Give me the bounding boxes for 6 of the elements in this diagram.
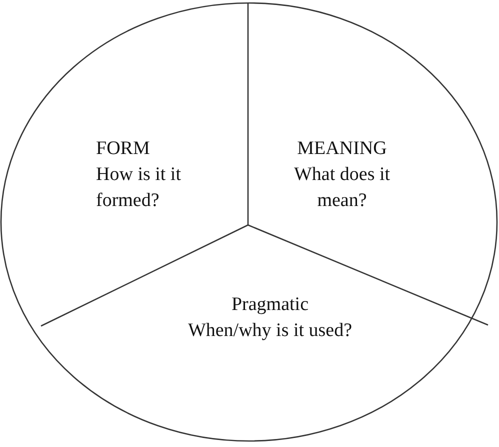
sector-heading: Pragmatic <box>230 293 310 317</box>
sector-question: What does it mean? <box>292 163 392 213</box>
sector-heading: MEANING <box>296 137 388 161</box>
sector-heading: FORM <box>96 137 151 161</box>
sector-question: How is it it formed? <box>96 163 182 213</box>
sector-question: When/why is it used? <box>186 319 354 343</box>
